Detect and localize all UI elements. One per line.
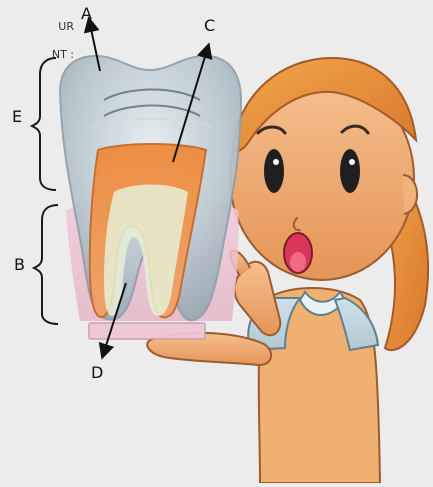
label-b: B: [14, 257, 25, 273]
bracket-b: [34, 205, 58, 324]
bracket-e: [32, 58, 56, 190]
girl-right-eye: [340, 149, 360, 193]
label-c: C: [204, 18, 215, 34]
tooth-base-plate: [89, 323, 205, 339]
label-a: A: [81, 6, 92, 22]
label-d: D: [91, 365, 103, 381]
header-fragment: UR NT :: [0, 6, 80, 62]
label-e: E: [12, 109, 22, 125]
girl-left-eye: [264, 149, 284, 193]
header-line-2: NT :: [52, 48, 74, 61]
header-line-1: UR: [58, 20, 74, 33]
